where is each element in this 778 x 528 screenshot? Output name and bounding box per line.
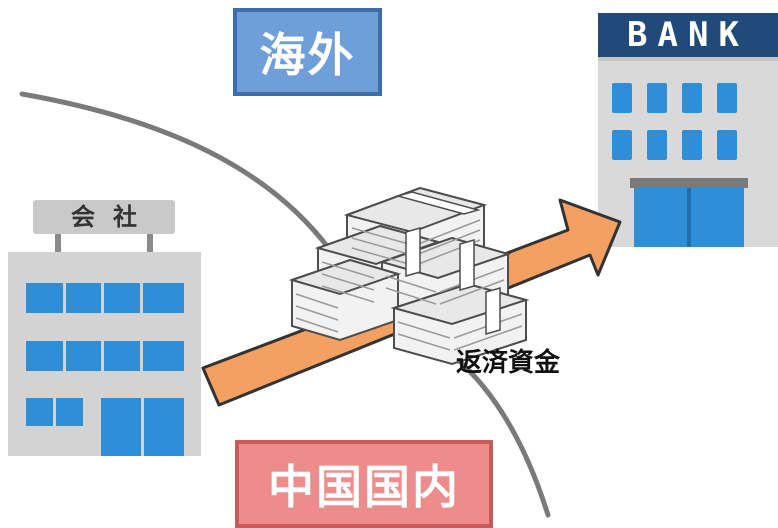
- repayment-funds-label: 返済資金: [456, 348, 561, 378]
- company-sign: 会社: [33, 200, 175, 234]
- overseas-label: 海外: [233, 8, 382, 96]
- domestic-label: 中国国内: [235, 440, 493, 528]
- bank-sign: BANK: [598, 13, 778, 57]
